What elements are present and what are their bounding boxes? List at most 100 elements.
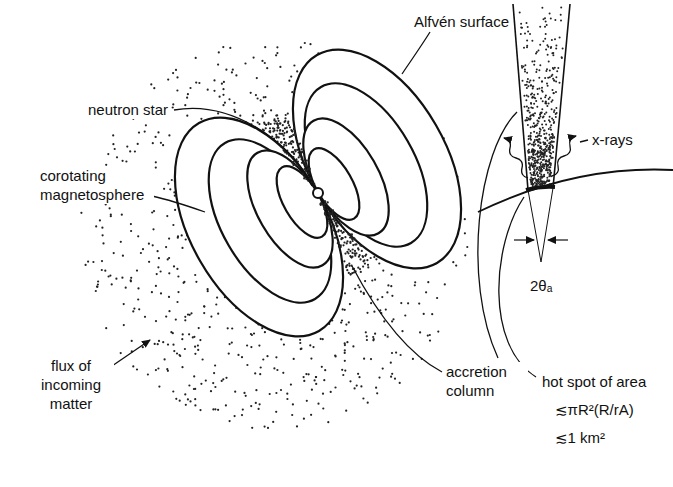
stipple-dot bbox=[556, 112, 558, 114]
stipple-dot bbox=[299, 342, 301, 344]
stipple-dot bbox=[552, 157, 554, 159]
stipple-dot bbox=[281, 133, 283, 135]
stipple-dot bbox=[552, 89, 554, 91]
stipple-dot bbox=[358, 376, 360, 378]
stipple-dot bbox=[263, 110, 265, 112]
stipple-dot bbox=[538, 159, 540, 161]
stipple-dot bbox=[549, 155, 551, 157]
stipple-dot bbox=[551, 140, 553, 142]
stipple-dot bbox=[395, 352, 397, 354]
stipple-dot bbox=[352, 345, 354, 347]
stipple-dot bbox=[344, 370, 346, 372]
stipple-dot bbox=[315, 383, 317, 385]
stipple-dot bbox=[526, 84, 528, 86]
stipple-dot bbox=[559, 37, 561, 39]
stipple-dot bbox=[537, 162, 539, 164]
angle-arrow bbox=[548, 239, 568, 240]
stipple-dot bbox=[324, 203, 326, 205]
stipple-dot bbox=[538, 77, 540, 79]
stipple-dot bbox=[273, 118, 275, 120]
stipple-dot bbox=[533, 94, 535, 96]
stipple-dot bbox=[555, 76, 557, 78]
stipple-dot bbox=[551, 144, 553, 146]
stipple-dot bbox=[362, 255, 364, 257]
stipple-dot bbox=[286, 393, 288, 395]
stipple-dot bbox=[218, 51, 220, 53]
stipple-dot bbox=[172, 390, 174, 392]
stipple-dot bbox=[242, 409, 244, 411]
stipple-dot bbox=[275, 120, 277, 122]
stipple-dot bbox=[344, 352, 346, 354]
stipple-dot bbox=[130, 277, 132, 279]
stipple-dot bbox=[172, 106, 174, 108]
stipple-dot bbox=[172, 344, 174, 346]
stipple-dot bbox=[412, 358, 414, 360]
stipple-dot bbox=[543, 143, 545, 145]
stipple-dot bbox=[381, 296, 383, 298]
stipple-dot bbox=[312, 346, 314, 348]
stipple-dot bbox=[401, 330, 403, 332]
figure-label: neutron star bbox=[86, 100, 170, 119]
figure-label: hot spot of area bbox=[540, 372, 648, 391]
stipple-dot bbox=[550, 129, 552, 131]
stipple-dot bbox=[533, 168, 535, 170]
stipple-dot bbox=[375, 258, 377, 260]
stipple-dot bbox=[105, 327, 107, 329]
stipple-dot bbox=[324, 200, 326, 202]
stipple-dot bbox=[289, 126, 291, 128]
stipple-dot bbox=[315, 376, 317, 378]
stipple-dot bbox=[245, 395, 247, 397]
stipple-dot bbox=[252, 114, 254, 116]
stipple-dot bbox=[293, 164, 295, 166]
stipple-dot bbox=[334, 217, 336, 219]
stipple-dot bbox=[101, 260, 103, 262]
stipple-dot bbox=[293, 64, 295, 66]
stipple-dot bbox=[533, 172, 535, 174]
stipple-dot bbox=[533, 122, 535, 124]
stipple-dot bbox=[144, 316, 146, 318]
stipple-dot bbox=[199, 409, 201, 411]
stipple-dot bbox=[537, 175, 539, 177]
stipple-dot bbox=[382, 368, 384, 370]
stipple-dot bbox=[324, 212, 326, 214]
stipple-dot bbox=[112, 143, 114, 145]
stipple-dot bbox=[538, 50, 540, 52]
stipple-dot bbox=[419, 331, 421, 333]
stipple-dot bbox=[314, 379, 316, 381]
stipple-dot bbox=[356, 385, 358, 387]
stipple-dot bbox=[352, 244, 354, 246]
stipple-dot bbox=[276, 46, 278, 48]
stipple-dot bbox=[132, 365, 134, 367]
stipple-dot bbox=[550, 46, 552, 48]
stipple-dot bbox=[152, 228, 154, 230]
stipple-dot bbox=[543, 175, 545, 177]
stipple-dot bbox=[534, 165, 536, 167]
stipple-dot bbox=[309, 177, 311, 179]
stipple-dot bbox=[276, 127, 278, 129]
stipple-dot bbox=[549, 12, 551, 14]
stipple-dot bbox=[260, 99, 262, 101]
stipple-dot bbox=[546, 165, 548, 167]
stipple-dot bbox=[294, 134, 296, 136]
figure-label: ≲1 km² bbox=[553, 428, 607, 447]
stipple-dot bbox=[372, 336, 374, 338]
stipple-dot bbox=[142, 248, 144, 250]
stipple-dot bbox=[176, 268, 178, 270]
stipple-dot bbox=[219, 96, 221, 98]
stipple-dot bbox=[291, 130, 293, 132]
stipple-dot bbox=[464, 232, 466, 234]
stipple-dot bbox=[367, 402, 369, 404]
stipple-dot bbox=[548, 159, 550, 161]
stipple-dot bbox=[157, 367, 159, 369]
stipple-dot bbox=[539, 133, 541, 135]
stipple-dot bbox=[275, 115, 277, 117]
stipple-dot bbox=[170, 331, 172, 333]
stipple-dot bbox=[520, 23, 522, 25]
stipple-dot bbox=[384, 334, 386, 336]
stipple-dot bbox=[526, 106, 528, 108]
stipple-dot bbox=[342, 308, 344, 310]
stipple-dot bbox=[299, 155, 301, 157]
stipple-dot bbox=[541, 87, 543, 89]
stipple-dot bbox=[540, 146, 542, 148]
stipple-dot bbox=[371, 279, 373, 281]
